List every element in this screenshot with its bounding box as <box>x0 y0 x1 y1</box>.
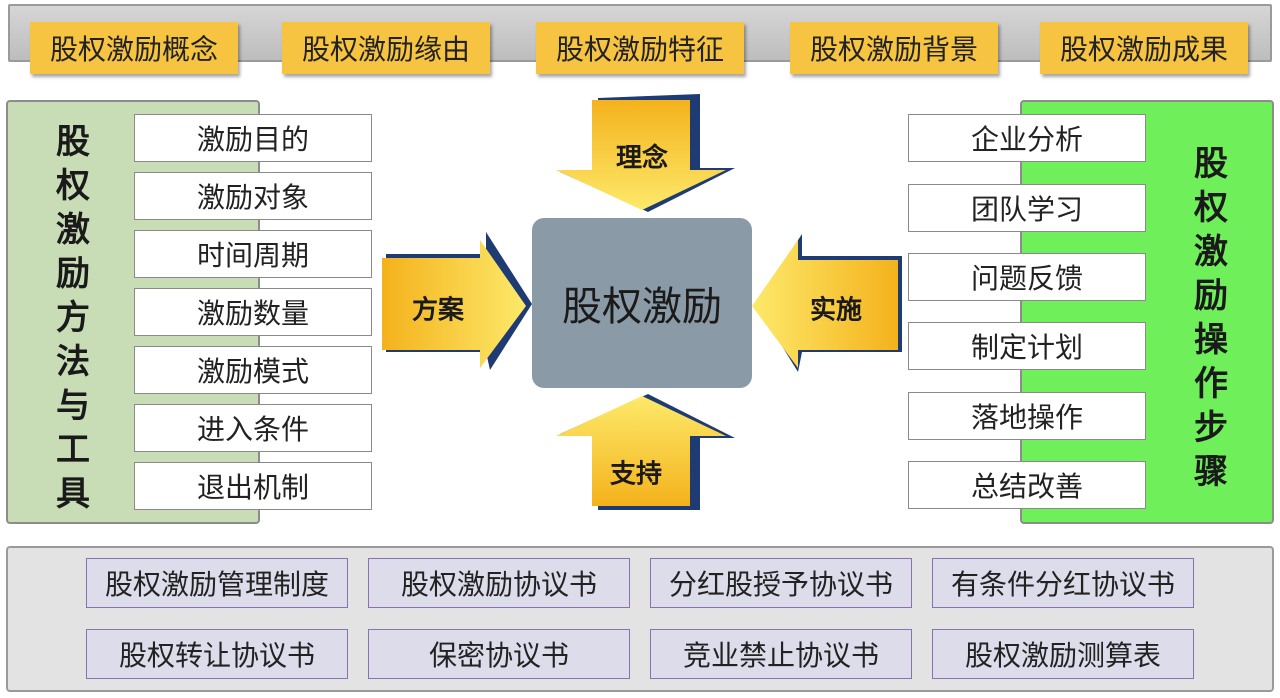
top-tab-background[interactable]: 股权激励背景 <box>790 22 998 74</box>
left-title-char: 权 <box>56 166 90 206</box>
left-title-char: 工 <box>56 430 90 470</box>
right-title-char: 操 <box>1194 320 1228 360</box>
right-title-char: 权 <box>1194 188 1228 228</box>
doc-confidentiality-agreement[interactable]: 保密协议书 <box>368 629 630 679</box>
left-item-purpose[interactable]: 激励目的 <box>134 114 372 162</box>
right-item-feedback[interactable]: 问题反馈 <box>908 253 1146 301</box>
arrow-bottom-shadow <box>560 394 735 510</box>
center-box-equity-incentive[interactable]: 股权激励 <box>532 218 752 388</box>
left-title-char: 励 <box>56 254 90 294</box>
right-panel-title: 股 权 激 励 操 作 步 骤 <box>1186 142 1236 494</box>
right-panel-operation-steps: 股 权 激 励 操 作 步 骤 <box>1020 100 1274 524</box>
doc-non-compete-agreement[interactable]: 竞业禁止协议书 <box>650 629 912 679</box>
doc-management-system[interactable]: 股权激励管理制度 <box>86 558 348 608</box>
left-title-char: 法 <box>56 342 90 382</box>
right-item-team-learning[interactable]: 团队学习 <box>908 184 1146 232</box>
doc-conditional-dividend-agreement[interactable]: 有条件分红协议书 <box>932 558 1194 608</box>
left-panel-methods-tools: 股 权 激 励 方 法 与 工 具 <box>6 100 260 524</box>
right-title-char: 作 <box>1194 364 1228 404</box>
left-item-quantity[interactable]: 激励数量 <box>134 288 372 336</box>
arrow-label-support: 支持 <box>609 459 663 490</box>
right-title-char: 股 <box>1194 144 1228 184</box>
right-item-implement[interactable]: 落地操作 <box>908 392 1146 440</box>
right-title-char: 骤 <box>1194 452 1228 492</box>
left-panel-title: 股 权 激 励 方 法 与 工 具 <box>48 120 98 516</box>
left-title-char: 激 <box>56 210 90 250</box>
top-tab-features[interactable]: 股权激励特征 <box>536 22 744 74</box>
top-tab-reason[interactable]: 股权激励缘由 <box>282 22 490 74</box>
right-item-improve[interactable]: 总结改善 <box>908 461 1146 509</box>
right-title-char: 步 <box>1194 408 1228 448</box>
left-item-mode[interactable]: 激励模式 <box>134 346 372 394</box>
left-title-char: 与 <box>56 386 90 426</box>
top-tab-results[interactable]: 股权激励成果 <box>1040 22 1248 74</box>
doc-equity-transfer-agreement[interactable]: 股权转让协议书 <box>86 629 348 679</box>
right-title-char: 励 <box>1194 276 1228 316</box>
right-item-plan[interactable]: 制定计划 <box>908 322 1146 370</box>
doc-incentive-agreement[interactable]: 股权激励协议书 <box>368 558 630 608</box>
doc-calculation-sheet[interactable]: 股权激励测算表 <box>932 629 1194 679</box>
left-item-exit[interactable]: 退出机制 <box>134 462 372 510</box>
left-item-period[interactable]: 时间周期 <box>134 230 372 278</box>
left-title-char: 方 <box>56 298 90 338</box>
left-item-targets[interactable]: 激励对象 <box>134 172 372 220</box>
top-tab-concept[interactable]: 股权激励概念 <box>30 22 238 74</box>
arrow-label-implementation: 实施 <box>809 295 863 326</box>
left-title-char: 具 <box>56 474 90 514</box>
left-item-entry[interactable]: 进入条件 <box>134 404 372 452</box>
right-title-char: 激 <box>1194 232 1228 272</box>
arrow-label-plan: 方案 <box>411 295 465 326</box>
arrow-label-concept: 理念 <box>615 143 669 174</box>
doc-dividend-grant-agreement[interactable]: 分红股授予协议书 <box>650 558 912 608</box>
left-title-char: 股 <box>56 122 90 162</box>
right-item-company-analysis[interactable]: 企业分析 <box>908 114 1146 162</box>
